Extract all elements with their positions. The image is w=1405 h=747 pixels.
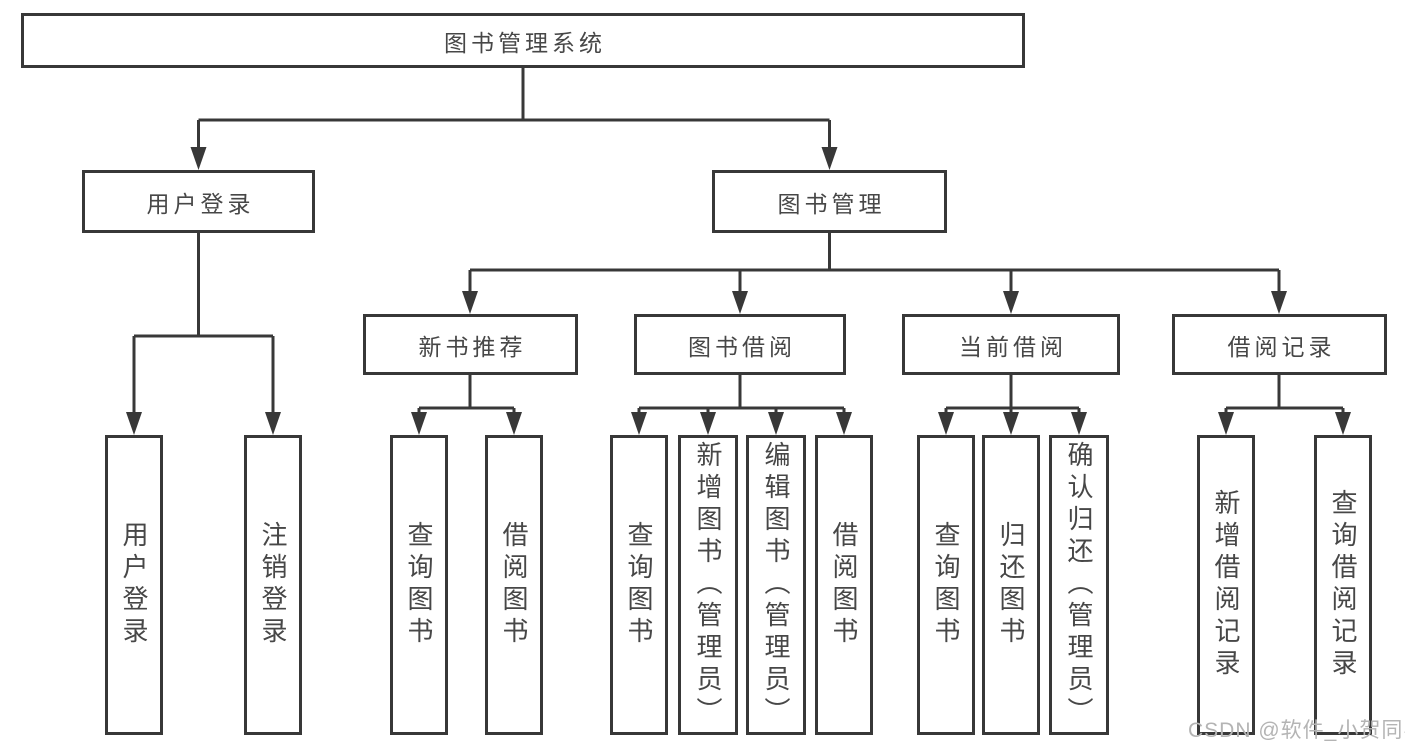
node-label: 借阅图书 [829,521,859,649]
node-return-books: 归还图书 [982,435,1040,735]
node-add-borrow-record: 新增借阅记录 [1197,435,1255,735]
node-current-borrowing: 当前借阅 [902,314,1120,375]
node-label: 当前借阅 [959,333,1067,360]
node-user-login-leaf: 用户登录 [105,435,163,735]
node-label: 查询图书 [404,521,434,649]
node-label: 注销登录 [258,521,288,649]
node-logout: 注销登录 [244,435,302,735]
node-label: 新书推荐 [418,333,527,360]
node-user-login: 用户登录 [82,170,315,233]
node-query-books-recommend: 查询图书 [390,435,448,735]
connector-paths [132,68,1345,415]
node-label: 用户登录 [146,190,255,217]
node-label: 图书借阅 [688,333,796,360]
node-new-book-recommend: 新书推荐 [363,314,578,375]
node-query-borrow-record: 查询借阅记录 [1314,435,1372,735]
node-label: 借阅图书 [499,521,529,649]
node-label: 用户登录 [119,521,149,649]
node-label: 归还图书 [996,521,1026,649]
node-edit-books-admin: 编辑图书（管理员） [746,435,806,735]
node-book-borrowing: 图书借阅 [634,314,846,375]
node-label: 借阅记录 [1227,333,1336,360]
node-label: 查询借阅记录 [1328,489,1358,681]
node-label: 查询图书 [931,521,961,649]
arrowheads [126,147,1351,435]
node-label: 查询图书 [624,521,654,649]
node-borrow-books-recommend: 借阅图书 [485,435,543,735]
node-query-books-current: 查询图书 [917,435,975,735]
node-label: 编辑图书（管理员） [761,441,791,729]
node-label: 确认归还（管理员） [1064,441,1094,729]
node-borrow-books-borrowing: 借阅图书 [815,435,873,735]
node-label: 新增借阅记录 [1211,489,1241,681]
node-confirm-return-admin: 确认归还（管理员） [1049,435,1109,735]
node-query-books-borrowing: 查询图书 [610,435,668,735]
watermark: CSDN @软件_小贺同学 [1188,719,1405,742]
node-label: 新增图书（管理员） [693,441,723,729]
node-add-books-admin: 新增图书（管理员） [678,435,738,735]
node-book-management: 图书管理 [712,170,947,233]
node-borrow-records: 借阅记录 [1172,314,1387,375]
node-label: 图书管理 [777,190,886,217]
node-library-management-system: 图书管理系统 [21,13,1025,68]
node-label: 图书管理系统 [444,29,606,56]
